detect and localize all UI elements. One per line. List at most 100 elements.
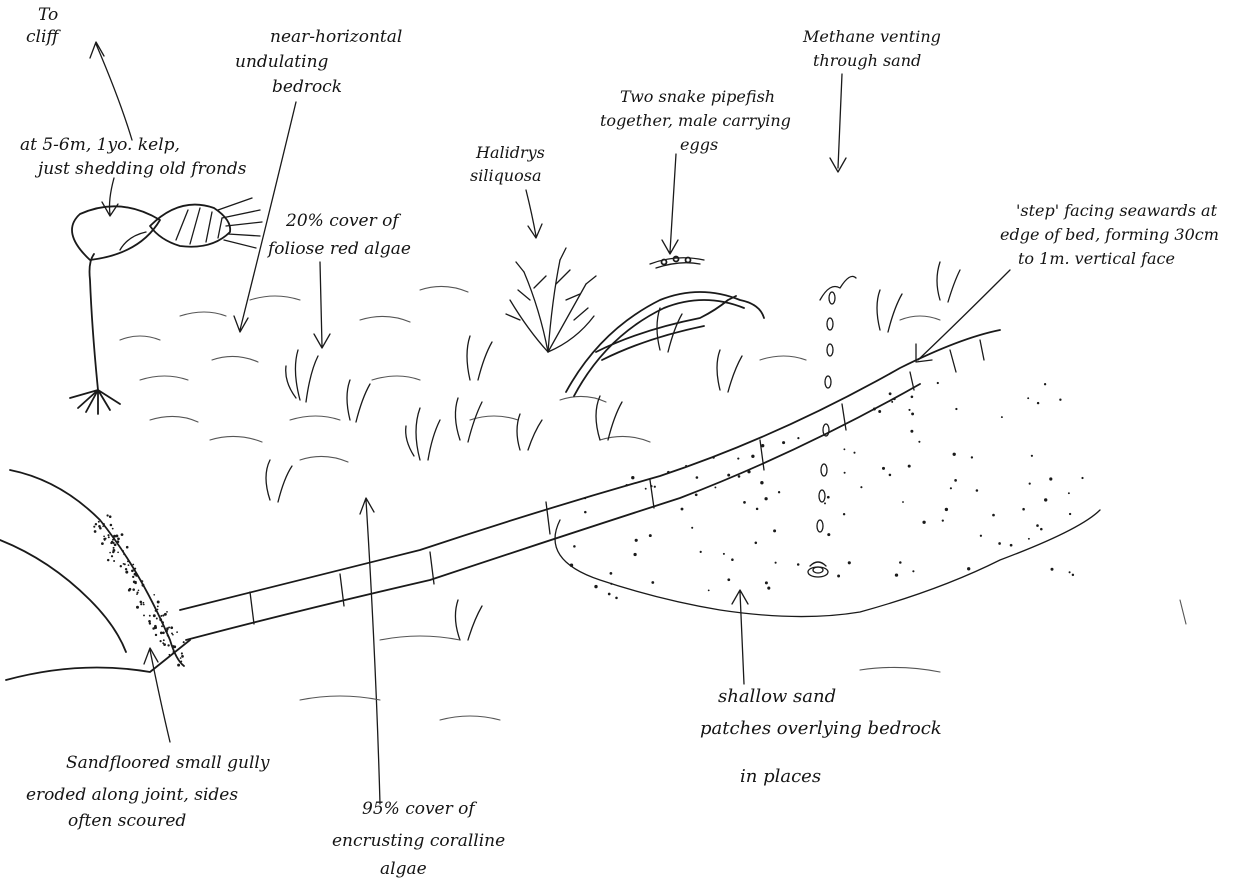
- gully-dot: [153, 594, 155, 596]
- pointer-arrows: [90, 42, 1010, 804]
- gully-dot: [162, 632, 165, 635]
- sand-dot: [594, 585, 597, 588]
- sand-dot: [911, 396, 914, 399]
- gully-dot: [123, 563, 125, 565]
- sand-dot: [827, 533, 830, 536]
- sand-dot: [723, 553, 725, 555]
- sand-dot: [625, 484, 627, 486]
- gully-dot: [153, 614, 156, 617]
- gully-dot: [121, 533, 124, 536]
- gully-dot: [142, 584, 145, 587]
- gully-dot: [112, 528, 114, 530]
- sand-dot: [945, 508, 948, 511]
- sand-dot: [685, 465, 687, 467]
- gully-dot: [137, 592, 139, 594]
- sand-dot: [773, 529, 776, 532]
- gully-dot: [107, 534, 109, 536]
- gully-dot: [168, 626, 170, 628]
- sand-dot: [1040, 528, 1043, 531]
- sand-dot: [827, 496, 830, 499]
- sand-dot: [954, 479, 957, 482]
- sand-dot: [1059, 399, 1061, 401]
- gully-dot: [133, 581, 136, 584]
- gully-dot: [169, 654, 171, 656]
- sand-dot: [843, 513, 845, 515]
- sand-dot: [654, 486, 656, 488]
- sand-dot: [889, 392, 892, 395]
- gully-dot: [135, 575, 137, 577]
- kelp-icon: [70, 198, 262, 414]
- sand-dot: [891, 401, 893, 403]
- sand-dot: [848, 561, 851, 564]
- sand-dot: [895, 573, 898, 576]
- gully-dot: [156, 618, 158, 620]
- gully-dot: [162, 642, 164, 644]
- sand-dot: [667, 471, 670, 474]
- sand-dot: [584, 497, 586, 499]
- gully-dot: [143, 614, 145, 616]
- sand-dot: [1051, 568, 1054, 571]
- sand-dot: [1031, 455, 1033, 457]
- gully-dot: [128, 564, 130, 566]
- gully-dot: [181, 655, 184, 658]
- sand-dot: [695, 493, 698, 496]
- sand-dot: [797, 563, 800, 566]
- sand-dot: [584, 511, 587, 514]
- gully-dot: [106, 514, 108, 516]
- label-kelp: at 5-6m, 1yo. kelp, just shedding old fr…: [20, 135, 247, 179]
- gully-dot: [171, 632, 173, 634]
- label-gully: Sandfloored small gully eroded along joi…: [26, 753, 270, 831]
- sand-dot: [651, 581, 654, 584]
- sand-dot: [737, 458, 739, 460]
- sand-dot: [953, 453, 956, 456]
- sand-dot: [908, 409, 910, 411]
- sand-dot: [910, 430, 913, 433]
- gully-dot: [155, 610, 157, 612]
- gully-dot: [167, 629, 169, 631]
- gully-dot: [103, 538, 106, 541]
- sand-dot: [992, 514, 995, 517]
- sand-dots-icon: [570, 382, 1084, 599]
- sand-gully: [0, 470, 190, 680]
- sand-dot: [731, 558, 734, 561]
- sand-dot: [955, 408, 957, 410]
- gully-dot: [111, 555, 113, 557]
- gully-dot: [173, 645, 176, 648]
- label-gully-line-2: eroded along joint, sides: [26, 785, 238, 805]
- gully-dot: [183, 641, 185, 643]
- gully-dot: [107, 559, 109, 561]
- sand-dot: [878, 410, 881, 413]
- sand-dot: [1029, 483, 1031, 485]
- gully-dot: [138, 589, 140, 591]
- gully-dot: [180, 660, 182, 662]
- snake-pipefish-icon: [566, 257, 764, 397]
- gully-dot: [117, 537, 120, 540]
- arrow-coralline: [360, 498, 380, 804]
- label-bedrock-line-1: near-horizontal: [270, 27, 402, 47]
- sand-dot: [631, 476, 634, 479]
- sand-patch: [555, 510, 1100, 617]
- sand-dot: [853, 452, 855, 454]
- gully-dot: [161, 621, 164, 624]
- sand-dot: [1069, 571, 1071, 573]
- gully-dot: [93, 526, 95, 528]
- methane-bubbles-icon: [817, 292, 835, 532]
- sand-dot: [980, 535, 982, 537]
- sand-dot: [837, 575, 840, 578]
- label-halidrys: Halidrys siliquosa: [470, 143, 545, 185]
- bedrock-undulations: [120, 286, 940, 462]
- sand-dot: [1049, 477, 1052, 480]
- sand-dot: [976, 489, 979, 492]
- sand-dot: [760, 481, 763, 484]
- gully-dot: [125, 568, 127, 570]
- sand-dot: [824, 502, 826, 504]
- gully-dot: [157, 606, 159, 608]
- label-halidrys-line-2: siliquosa: [470, 166, 542, 185]
- sand-dot: [615, 597, 618, 600]
- label-sand-patches: shallow sand patches overlying bedrock i…: [700, 686, 942, 787]
- gully-dot: [120, 565, 122, 567]
- label-step-line-2: edge of bed, forming 30cm: [1000, 225, 1219, 244]
- sand-dot: [1069, 513, 1071, 515]
- arrow-red-algae: [314, 262, 330, 348]
- gully-dot: [160, 640, 162, 642]
